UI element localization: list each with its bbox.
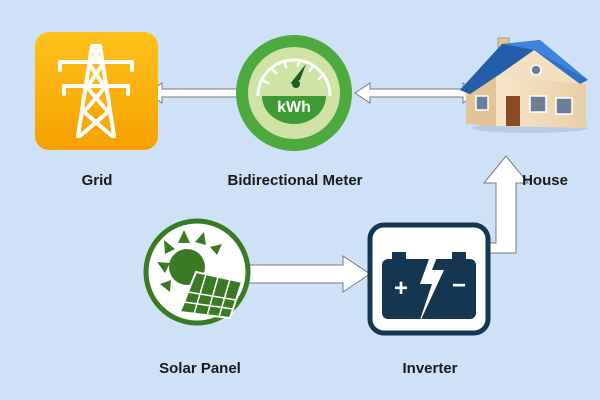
meter-icon: kWh: [236, 35, 352, 151]
battery-plus-text: +: [394, 275, 408, 302]
arrow-inverter-house: [482, 155, 530, 254]
inverter-label: Inverter: [402, 360, 458, 377]
meter-label: Bidirectional Meter: [227, 172, 363, 189]
inverter-icon: + −: [367, 222, 491, 336]
kwh-meter-icon: kWh: [256, 58, 332, 124]
grid-label: Grid: [81, 172, 113, 189]
arrow-meter-house: [354, 82, 479, 104]
inverter-battery-icon: + −: [382, 234, 476, 326]
solar-panel-icon: [157, 230, 244, 320]
transmission-tower-icon: [58, 44, 134, 138]
solar-label: Solar Panel: [159, 360, 241, 377]
house-label: House: [522, 172, 568, 189]
house-icon: [460, 37, 588, 133]
solar-icon: [143, 218, 251, 326]
battery-minus-text: −: [452, 272, 466, 299]
meter-display-text: kWh: [277, 99, 311, 116]
grid-icon: [35, 32, 158, 150]
arrow-solar-inverter: [239, 255, 371, 293]
